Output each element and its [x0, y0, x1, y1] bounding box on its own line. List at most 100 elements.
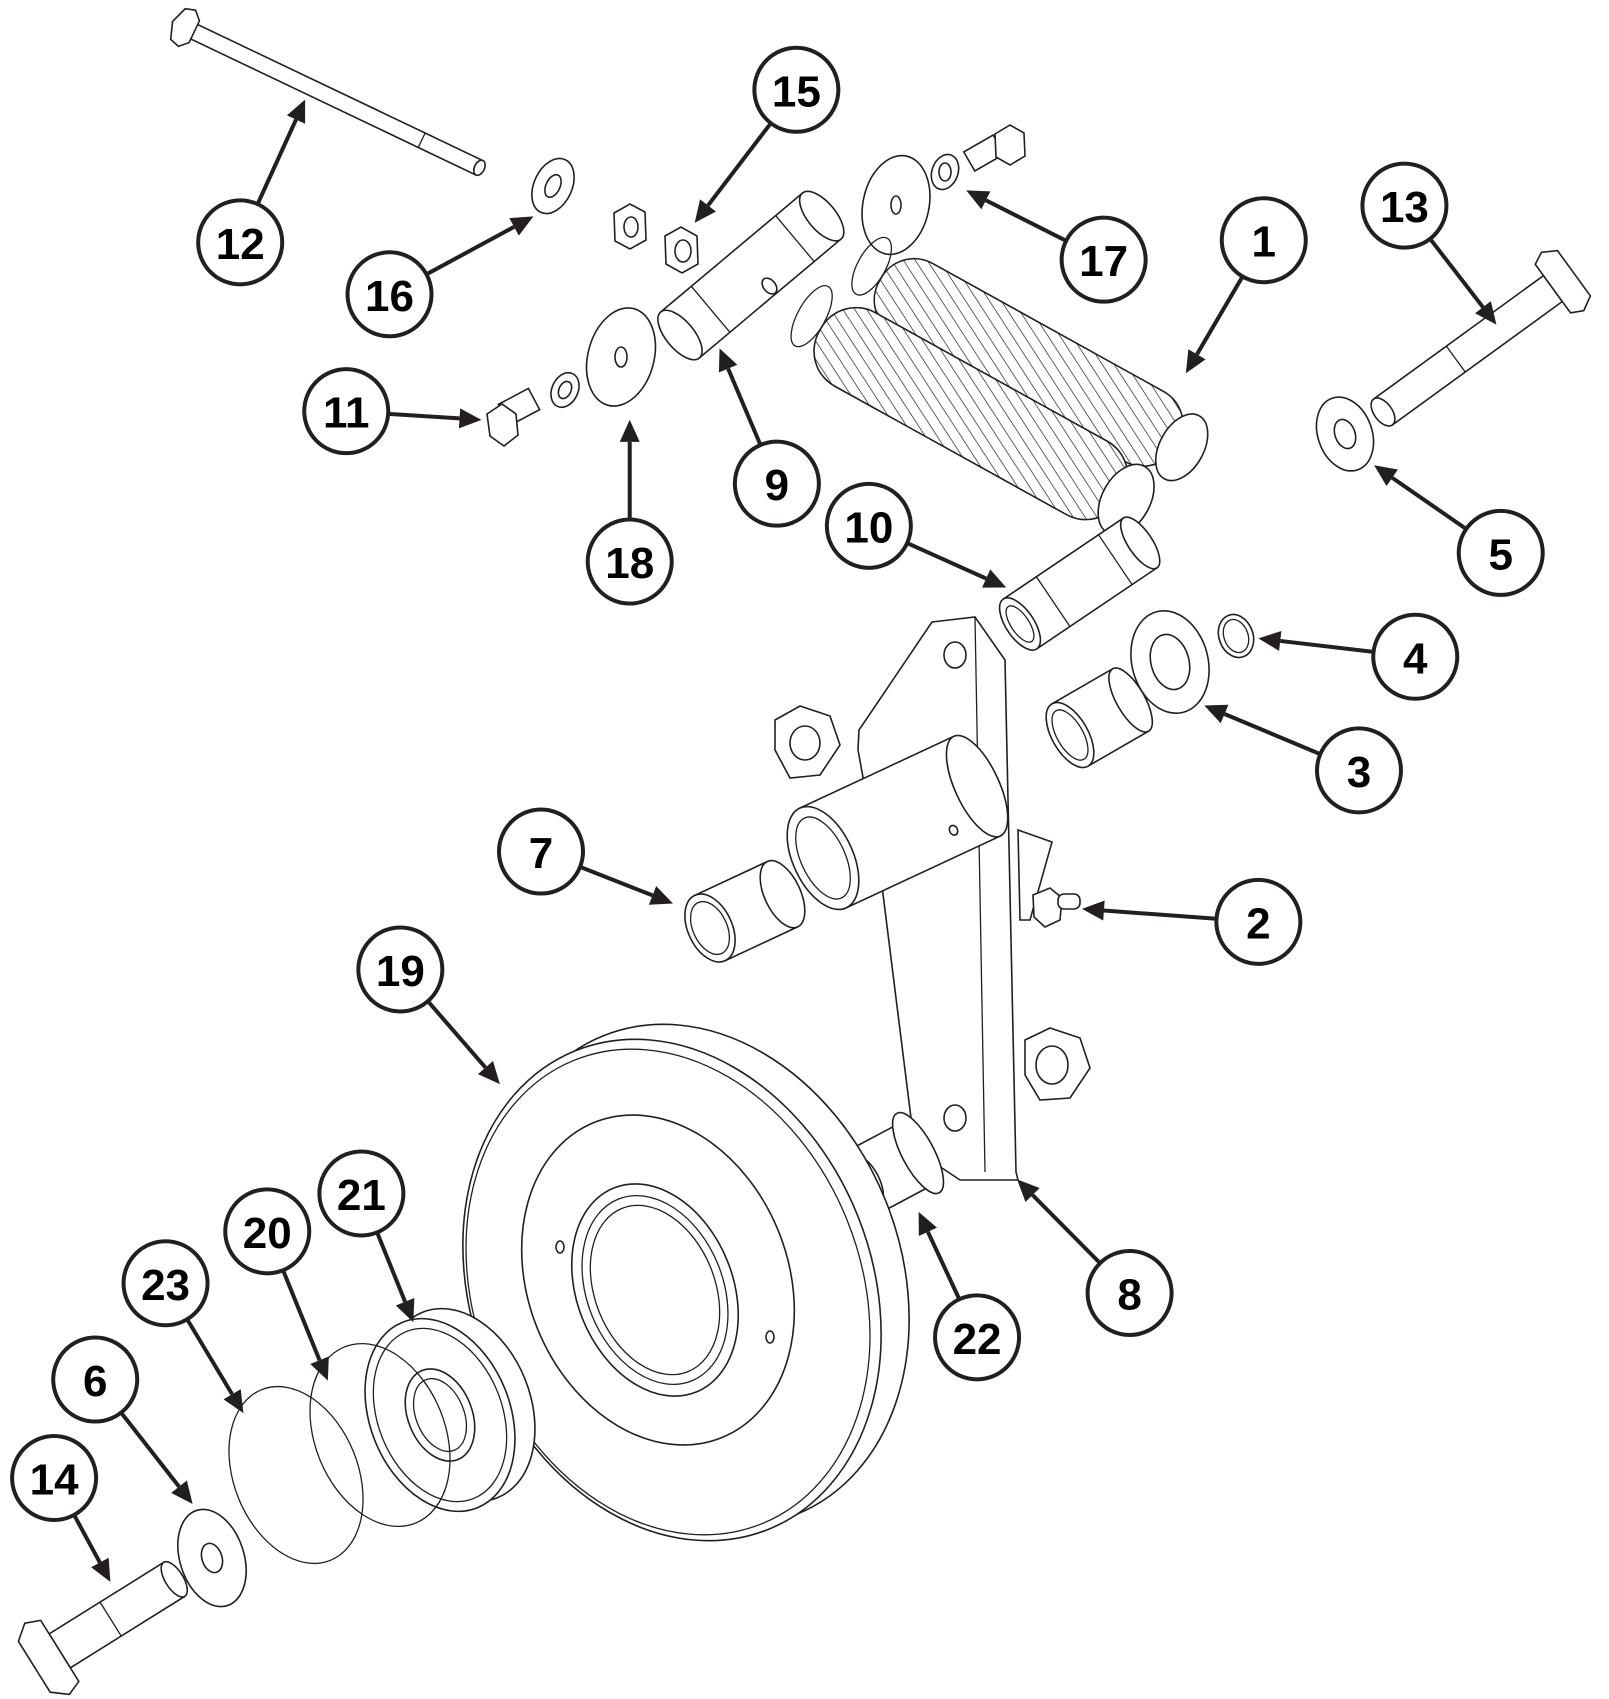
cap-screw-13-part — [1370, 249, 1592, 427]
extension-springs-part — [790, 236, 1209, 536]
arrowhead-icon — [310, 1356, 329, 1381]
leader-line — [1391, 476, 1468, 531]
callout-number: 22 — [953, 1315, 1002, 1364]
callout-number: 10 — [844, 503, 893, 552]
leader-line — [1223, 712, 1322, 756]
callout-circle — [1214, 877, 1303, 966]
callout-circle — [497, 807, 585, 896]
callout-number: 18 — [605, 539, 654, 588]
callout-22: 22 — [918, 1211, 1022, 1382]
arrowhead-icon — [509, 216, 534, 236]
callout-number: 15 — [772, 67, 821, 116]
callout-23: 23 — [121, 1239, 244, 1414]
callout-circle — [302, 367, 391, 456]
callout-number: 12 — [216, 220, 265, 269]
leader-line — [1428, 237, 1485, 309]
arrowhead-icon — [477, 1060, 500, 1085]
callout-19: 19 — [356, 925, 500, 1085]
callout-number: 7 — [529, 829, 553, 878]
pulley-part — [462, 1023, 910, 1542]
leader-line — [425, 225, 516, 277]
callout-circle — [345, 250, 434, 339]
bushing-7-part — [684, 859, 806, 963]
callout-circle — [824, 481, 913, 570]
callout-number: 16 — [365, 272, 414, 321]
callout-circle — [732, 439, 821, 528]
callout-21: 21 — [317, 1149, 415, 1323]
arrowhead-icon — [648, 886, 674, 905]
callout-number: 13 — [1380, 183, 1429, 232]
hex-nuts-part — [613, 203, 699, 274]
callout-18: 18 — [585, 419, 674, 606]
callout-circle — [356, 925, 445, 1014]
leader-line — [375, 1231, 407, 1303]
spring-pin-part — [657, 190, 845, 361]
callout-circle — [752, 45, 841, 134]
arrowhead-icon — [718, 348, 738, 373]
callout-circle — [1456, 508, 1545, 597]
leader-line — [426, 999, 487, 1069]
arrowhead-icon — [694, 199, 716, 223]
callout-circle — [1085, 1248, 1174, 1337]
arrowhead-icon — [458, 408, 482, 429]
callout-number: 19 — [376, 947, 425, 996]
callout-circle — [196, 198, 285, 287]
callout-4: 4 — [1258, 612, 1460, 701]
small-washer-part — [531, 157, 575, 215]
callout-14: 14 — [10, 1434, 111, 1582]
callout-7: 7 — [497, 807, 674, 905]
cap-screw-14-part — [17, 1560, 189, 1696]
callout-number: 21 — [337, 1171, 386, 1220]
arrowhead-icon — [966, 190, 991, 210]
leader-line — [1279, 638, 1374, 654]
callout-circle — [1219, 196, 1308, 285]
callout-number: 3 — [1347, 748, 1371, 797]
arrowhead-icon — [223, 1389, 244, 1414]
arrowhead-icon — [918, 1211, 937, 1237]
callout-12: 12 — [196, 99, 306, 287]
leader-line — [388, 411, 460, 421]
short-cap-screw-part — [486, 387, 541, 447]
leader-line — [579, 865, 654, 898]
arrowhead-icon — [286, 99, 306, 124]
arrowhead-icon — [1017, 1179, 1040, 1203]
arrowhead-icon — [982, 569, 1007, 588]
callout-number: 23 — [141, 1261, 190, 1310]
grease-fitting-part — [1032, 887, 1081, 928]
callout-number: 11 — [323, 389, 370, 438]
leader-line — [255, 118, 298, 205]
callout-number: 8 — [1117, 1270, 1141, 1319]
callout-circle — [10, 1434, 99, 1523]
callout-number: 6 — [83, 1357, 107, 1406]
callout-circle — [121, 1239, 210, 1328]
callout-number: 5 — [1488, 530, 1512, 579]
callout-11: 11 — [302, 367, 482, 456]
callout-number: 1 — [1252, 218, 1276, 267]
bearing-part — [364, 1307, 536, 1513]
spacer-tube-part — [998, 516, 1161, 651]
callout-number: 14 — [30, 1456, 79, 1505]
callout-number: 2 — [1246, 899, 1270, 948]
leader-line — [119, 1411, 181, 1488]
callout-circle — [1314, 726, 1403, 815]
arrowhead-icon — [1475, 301, 1497, 325]
callout-number: 17 — [1079, 237, 1128, 286]
callout-15: 15 — [694, 45, 841, 223]
callout-6: 6 — [51, 1335, 193, 1504]
callout-8: 8 — [1017, 1179, 1174, 1337]
idler-arm-part — [857, 616, 1053, 1181]
callout-circle — [317, 1149, 406, 1238]
leader-line — [926, 1230, 962, 1301]
callout-number: 4 — [1403, 634, 1428, 683]
leader-line — [906, 541, 988, 581]
callout-circle — [933, 1293, 1022, 1382]
arrowhead-icon — [619, 419, 640, 442]
callout-number: 20 — [243, 1209, 292, 1258]
callout-17: 17 — [966, 190, 1148, 304]
leader-line — [726, 367, 763, 446]
leader-line — [72, 1513, 102, 1564]
callout-circle — [585, 517, 674, 606]
callout-3: 3 — [1204, 704, 1403, 815]
